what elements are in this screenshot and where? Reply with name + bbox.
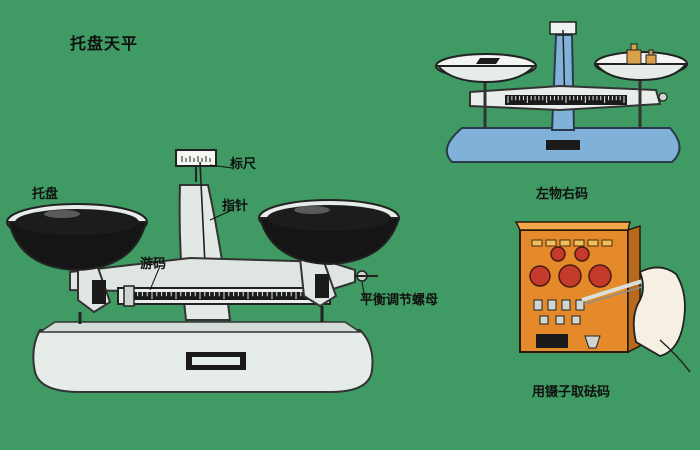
weight-slot [558,264,582,288]
weight-slot [588,264,612,288]
left-pan [6,203,148,272]
caption-tweezers-weights: 用镊子取砝码 [532,385,611,400]
right-pan [258,199,401,266]
label-pointer: 指针 [222,199,249,214]
weight-slot [529,265,551,287]
label-rider: 游码 [140,257,167,272]
blue-balance [435,21,689,163]
label-balance-nut: 平衡调节螺母 [360,293,439,308]
label-pan: 托盘 [32,187,59,202]
tweezers [581,276,653,302]
hand [632,266,686,357]
main-beam [69,256,356,294]
weight-slot [550,246,566,262]
weight-small [645,54,657,65]
label-scale: 标尺 [230,157,257,172]
weight-box [514,221,691,373]
page-title: 托盘天平 [70,34,139,53]
weight-large [626,49,642,65]
rider [123,285,135,307]
weight-slot [574,246,590,262]
caption-left-object-right-weight: 左物右码 [536,187,589,202]
main-balance [6,149,401,393]
